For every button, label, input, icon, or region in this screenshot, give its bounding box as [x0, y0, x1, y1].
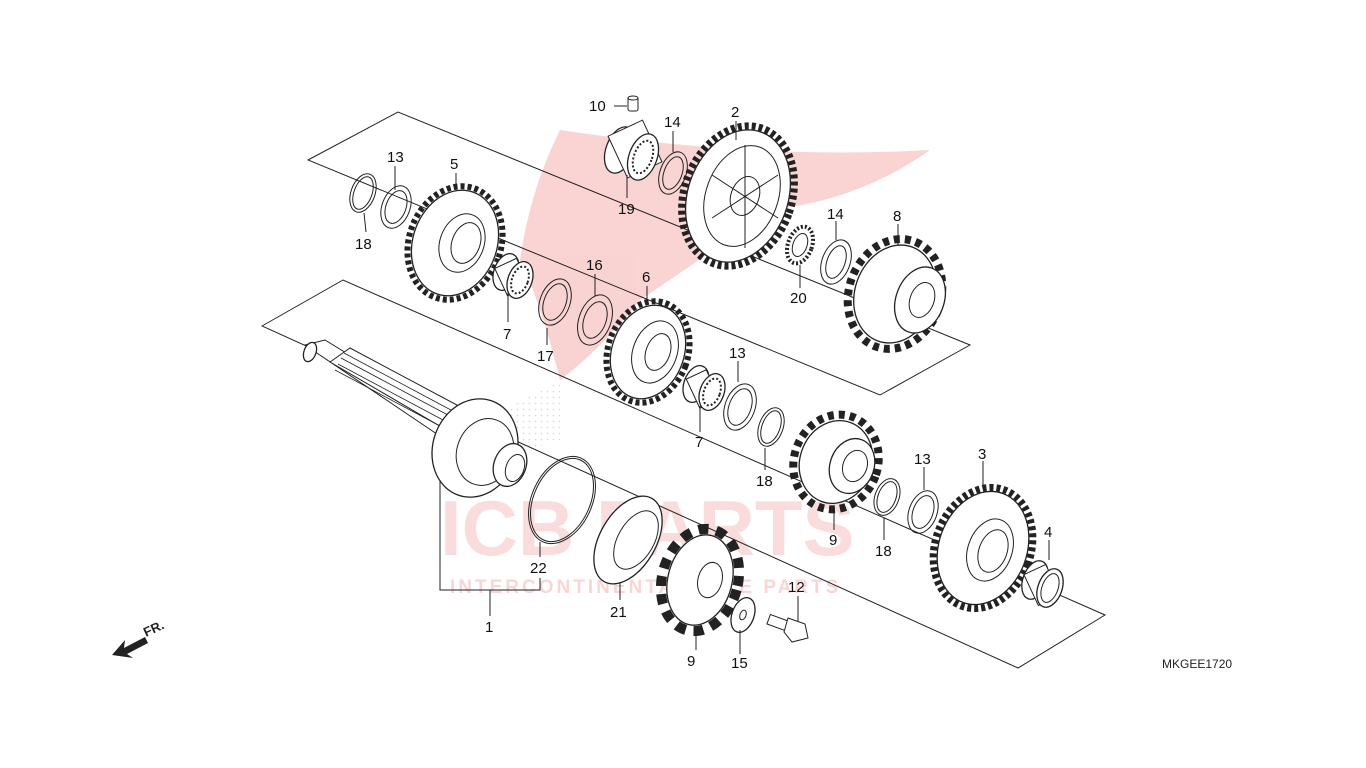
front-direction-arrow: FR.	[112, 617, 166, 658]
callout-13-top: 13	[387, 149, 404, 166]
o-ring-22	[528, 455, 596, 545]
callout-8: 8	[893, 208, 901, 225]
callout-15: 15	[731, 655, 748, 672]
callout-21: 21	[610, 604, 627, 621]
callout-1: 1	[485, 619, 493, 636]
washer-14-right	[820, 239, 852, 285]
callout-12: 12	[788, 579, 805, 596]
callout-19: 19	[618, 201, 635, 218]
lower-assembly-box	[260, 279, 1107, 669]
callout-18-top: 18	[355, 236, 372, 253]
callout-18-lower: 18	[875, 543, 892, 560]
callout-7-lower: 7	[695, 434, 703, 451]
oil-seal-21	[593, 495, 663, 585]
sprocket-10	[655, 523, 745, 637]
callout-5: 5	[450, 156, 458, 173]
callout-7-top: 7	[503, 326, 511, 343]
callout-16: 16	[586, 257, 603, 274]
gear-9	[789, 410, 883, 514]
collar-4	[1021, 560, 1064, 608]
callouts: 13 5 18 7 16 6 17 10 14 2 19 14 8 20 13 …	[355, 98, 1052, 672]
washer-16	[577, 294, 613, 346]
callout-22: 22	[530, 560, 547, 577]
callout-13-lower: 13	[914, 451, 931, 468]
bushing-7-top	[492, 253, 534, 299]
washer-13-lower	[907, 490, 939, 534]
gear-3	[929, 483, 1037, 613]
bushing-7-lower	[682, 365, 726, 411]
callout-4: 4	[1044, 524, 1052, 541]
washer-13-middle	[723, 383, 757, 431]
watermark-tagline: INTERCONTINENTAL BIKE PARTS	[450, 577, 841, 598]
callout-14-top: 14	[664, 114, 681, 131]
washer-13-top	[380, 185, 412, 229]
gear-5	[404, 183, 506, 303]
callout-11: 10	[589, 98, 606, 115]
washer-15	[730, 597, 756, 633]
callout-20: 20	[790, 290, 807, 307]
callout-3: 3	[978, 446, 986, 463]
upper-assembly-box	[306, 111, 972, 396]
gear-2	[678, 122, 798, 270]
pin-11	[627, 95, 639, 112]
callout-13-middle: 13	[729, 345, 746, 362]
lock-washer-17	[538, 278, 572, 326]
bearing-19	[603, 119, 663, 181]
leader-lines	[363, 105, 1050, 654]
gear-8	[843, 235, 947, 353]
callout-2: 2	[731, 104, 739, 121]
bolt-12	[766, 613, 809, 643]
callout-9: 9	[829, 532, 837, 549]
circlip-18-top	[349, 173, 377, 213]
circlip-18-middle	[757, 407, 785, 447]
direction-label: FR.	[141, 617, 166, 639]
mainshaft-1	[302, 339, 528, 498]
needle-bearing-20	[784, 224, 816, 266]
callout-18-middle: 18	[756, 473, 773, 490]
callout-6: 6	[642, 269, 650, 286]
gear-6	[603, 298, 693, 406]
callout-10: 9	[687, 653, 695, 670]
circlip-18-lower	[873, 478, 901, 516]
callout-14-right: 14	[827, 206, 844, 223]
diagram-code: MKGEE1720	[1162, 657, 1233, 671]
callout-17: 17	[537, 348, 554, 365]
